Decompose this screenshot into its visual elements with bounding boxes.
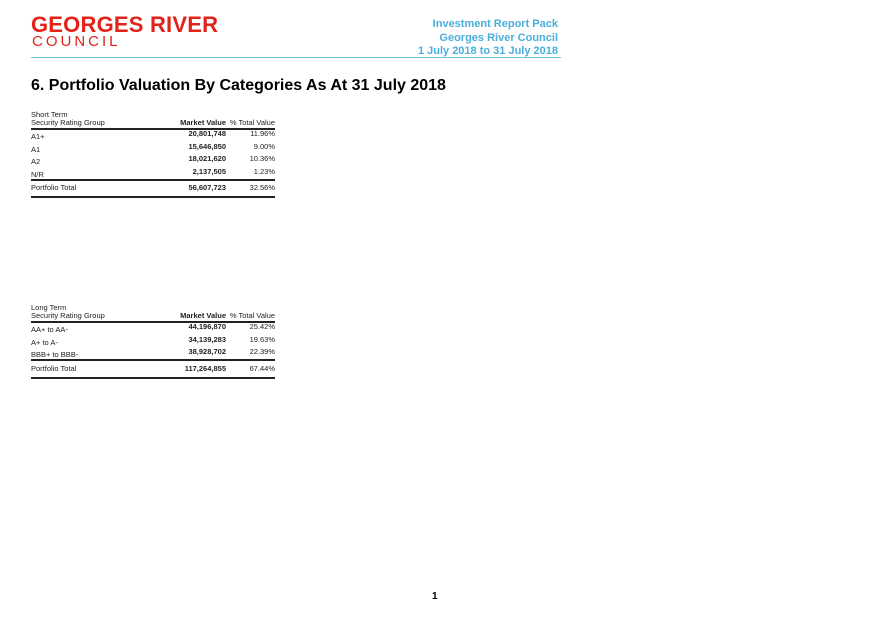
page-number: 1 [432, 591, 438, 602]
cell-text: Portfolio Total [31, 183, 77, 192]
table-header: Security Rating Group Market Value% Total… [31, 311, 275, 322]
cell-text: Security Rating Group [31, 118, 105, 127]
cell-text: A1 [31, 145, 41, 154]
cell-text: AA+ to AA- [31, 325, 68, 334]
cell-text: % Total Value [229, 311, 275, 320]
cell-text: 10.36% [249, 154, 275, 163]
cell-text: 18,021,620 [188, 154, 226, 163]
table-total-row: Portfolio Total 56,607,723 32.56% [31, 183, 275, 194]
cell-text: % Total Value [229, 118, 275, 127]
cell-text: 15,646,850 [188, 142, 226, 151]
logo-title: GEORGES RIVER [31, 12, 219, 37]
header-divider [31, 57, 561, 58]
cell-text: N/R [31, 170, 44, 179]
cell-text: 9.00% [253, 142, 275, 151]
cell-text: Long Term [31, 303, 67, 312]
table-total-row: Portfolio Total 117,264,855 67.44% [31, 364, 275, 375]
cell-text: 25.42% [249, 322, 275, 331]
cell-text: 20,801,748 [188, 129, 226, 138]
cell-text: 11.96% [250, 129, 275, 138]
cell-text: Security Rating Group [31, 311, 105, 320]
cell-text: Market Value [180, 311, 226, 320]
table-header: Security Rating Group Market Value% Total… [31, 118, 275, 129]
cell-text: A2 [31, 157, 41, 166]
table-row: A+ to A- 34,139,283 19.63% [31, 335, 275, 347]
table-row: N/R 2,137,505 1.23% [31, 167, 275, 179]
divider [31, 128, 275, 130]
header-council: Georges River Council [439, 32, 558, 44]
table-row: A2 18,021,620 10.36% [31, 154, 275, 166]
divider [31, 179, 275, 181]
table-row: AA+ to AA- 44,196,870 25.42% [31, 322, 275, 334]
cell-text: 117,264,855 [184, 364, 226, 373]
cell-text: 32.56% [249, 183, 275, 192]
cell-text: 44,196,870 [188, 322, 226, 331]
table-row: A1+ 20,801,748 11.96% [31, 129, 275, 141]
cell-text: 2,137,505 [192, 167, 226, 176]
table-row: A1 15,646,850 9.00% [31, 142, 275, 154]
divider [31, 196, 275, 198]
cell-text: 56,607,723 [188, 183, 226, 192]
cell-text: BBB+ to BBB- [31, 350, 79, 359]
cell-text: 19.63% [249, 335, 275, 344]
divider [31, 359, 275, 361]
cell-text: 38,928,702 [188, 347, 226, 356]
cell-text: A+ to A- [31, 338, 58, 347]
cell-text: 1.23% [253, 167, 275, 176]
header-period: 1 July 2018 to 31 July 2018 [417, 45, 558, 57]
cell-text: 67.44% [249, 364, 275, 373]
cell-text: Short Term [31, 110, 68, 119]
page-title: 6. Portfolio Valuation By Categories As … [31, 77, 446, 94]
divider [31, 377, 275, 379]
divider [31, 321, 275, 323]
header-report-name: Investment Report Pack [432, 18, 558, 30]
cell-text: A1+ [31, 132, 45, 141]
logo-subtitle: COUNCIL [32, 33, 121, 50]
table-caption: Short Term [31, 110, 275, 121]
cell-text: 22.39% [249, 347, 275, 356]
table-row: BBB+ to BBB- 38,928,702 22.39% [31, 347, 275, 359]
table-caption: Long Term [31, 303, 275, 314]
cell-text: Market Value [180, 118, 226, 127]
cell-text: 34,139,283 [188, 335, 226, 344]
cell-text: Portfolio Total [31, 364, 77, 373]
